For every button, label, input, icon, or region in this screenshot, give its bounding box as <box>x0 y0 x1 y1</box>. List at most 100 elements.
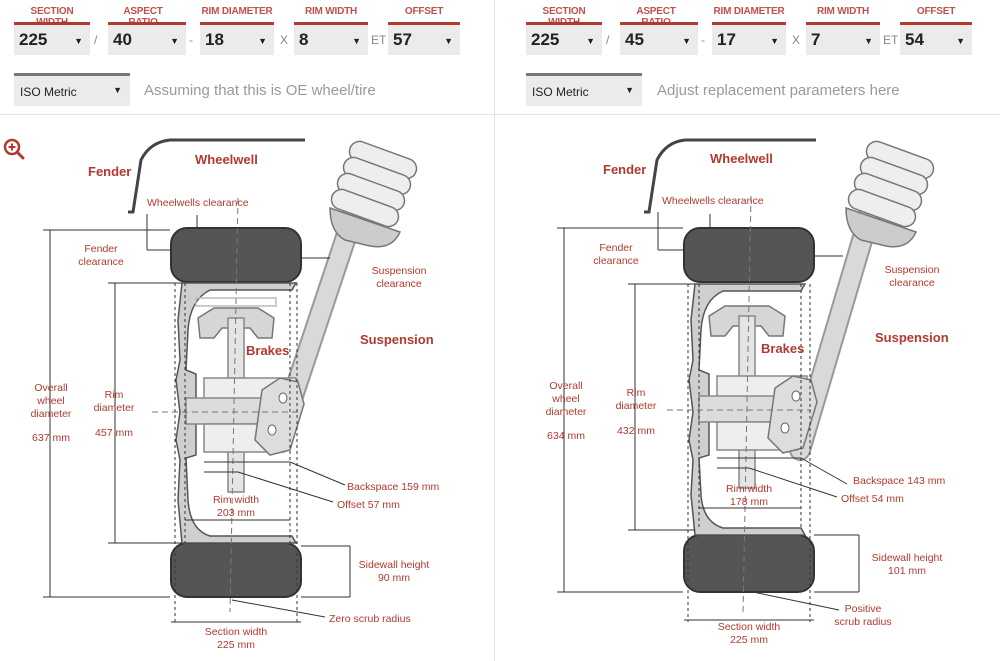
fender-label: Fender <box>88 164 131 179</box>
divider <box>0 114 500 115</box>
offset-select[interactable]: 57▼ <box>388 22 460 55</box>
brakes-label: Brakes <box>761 341 804 356</box>
sidewall-label: Sidewall height <box>359 559 430 571</box>
rim-diameter-select[interactable]: 18▼ <box>200 22 274 55</box>
separator-x: X <box>792 33 801 47</box>
section-width-diagram-value: 225 mm <box>730 634 768 646</box>
aspect-ratio-select[interactable]: 40 ▼ <box>108 22 186 55</box>
chevron-down-icon: ▼ <box>682 36 691 46</box>
sidewall-label: Sidewall height <box>872 552 943 564</box>
rim-shape <box>688 283 807 536</box>
rim-diameter-diagram-label-2: diameter <box>94 402 135 414</box>
overall-diameter-label-2: wheel <box>551 393 579 405</box>
rim-width-diagram-value: 203 mm <box>217 507 255 519</box>
suspension-label: Suspension <box>360 332 434 347</box>
rim-diameter-select[interactable]: 17 ▼ <box>712 22 786 55</box>
backspace-label: Backspace 143 mm <box>853 475 945 487</box>
wheelwell-label: Wheelwell <box>195 152 258 167</box>
suspension-clearance-label: Suspension <box>372 265 427 277</box>
fender-clearance-label: Fender <box>599 242 633 254</box>
suspension-clearance-label-2: clearance <box>376 278 422 290</box>
dimension-lines <box>557 195 860 622</box>
rim-diameter-diagram-label-2: diameter <box>616 400 657 412</box>
scrub-radius-label-2: scrub radius <box>834 616 891 628</box>
brake-shape <box>698 305 818 489</box>
chevron-down-icon: ▼ <box>864 36 873 46</box>
separator-x: X <box>280 33 289 47</box>
chevron-down-icon: ▼ <box>770 36 779 46</box>
chevron-down-icon: ▼ <box>170 36 179 46</box>
unit-system-select[interactable]: ISO Metric▼ <box>526 73 642 106</box>
separator-et: ET <box>371 33 387 47</box>
offset-value: 54 <box>905 30 924 49</box>
fender-shape <box>644 138 816 214</box>
aspect-ratio-select[interactable]: 45▼ <box>620 22 698 55</box>
overall-diameter-label-3: diameter <box>546 406 587 418</box>
overall-diameter-label-3: diameter <box>31 408 72 420</box>
rim-width-diagram-label: Rim width <box>213 494 259 506</box>
sidewall-value: 90 mm <box>378 572 410 584</box>
chevron-down-icon: ▼ <box>352 36 361 46</box>
chevron-down-icon: ▼ <box>956 36 965 46</box>
oe-note: Assuming that this is OE wheel/tire <box>144 82 376 99</box>
overall-diameter-label-2: wheel <box>36 395 64 407</box>
chevron-down-icon: ▼ <box>258 36 267 46</box>
offset-label: OFFSET <box>916 6 956 17</box>
oe-wheel-diagram: Fender Wheelwell Wheelwells clearance Fe… <box>31 138 439 651</box>
fender-clearance-label-2: clearance <box>593 255 639 267</box>
rim-diameter-diagram-value: 432 mm <box>617 425 655 437</box>
fender-shape <box>128 138 305 214</box>
section-width-value: 225 <box>531 30 560 49</box>
offset-diagram-label: Offset 57 mm <box>337 499 400 511</box>
wheelwell-label: Wheelwell <box>710 151 773 166</box>
rim-width-diagram-label: Rim width <box>726 483 772 495</box>
unit-system-select[interactable]: ISO Metric ▼ <box>14 73 130 106</box>
separator-et: ET <box>883 33 899 47</box>
offset-select[interactable]: 54 ▼ <box>900 22 972 55</box>
zoom-in-icon[interactable] <box>3 138 25 160</box>
rim-width-select[interactable]: 8▼ <box>294 22 368 55</box>
chevron-down-icon: ▼ <box>625 85 634 95</box>
chevron-down-icon: ▼ <box>113 85 122 95</box>
fender-label: Fender <box>603 162 646 177</box>
wheelwells-clearance-label: Wheelwells clearance <box>662 195 764 207</box>
divider <box>495 114 1000 115</box>
rim-diameter-diagram-label: Rim <box>105 389 124 401</box>
tire-shape <box>683 227 815 593</box>
backspace-label: Backspace 159 mm <box>347 481 439 493</box>
rim-width-select[interactable]: 7▼ <box>806 22 880 55</box>
section-width-diagram-value: 225 mm <box>217 639 255 651</box>
chevron-down-icon: ▼ <box>74 36 83 46</box>
section-width-select[interactable]: 225▼ <box>526 22 602 55</box>
suspension-label: Suspension <box>875 330 949 345</box>
rim-diameter-value: 17 <box>717 30 736 49</box>
fender-clearance-label: Fender <box>84 243 118 255</box>
fender-clearance-label-2: clearance <box>78 256 124 268</box>
replacement-note: Adjust replacement parameters here <box>657 82 900 99</box>
overall-diameter-label: Overall <box>549 380 582 392</box>
brakes-label: Brakes <box>246 343 289 358</box>
replacement-wheel-diagram: Fender Wheelwell Wheelwells clearance Fe… <box>546 138 949 646</box>
offset-label: OFFSET <box>404 6 444 17</box>
rim-diameter-label: RIM DIAMETER <box>201 6 273 17</box>
rim-diameter-diagram-value: 457 mm <box>95 427 133 439</box>
unit-system-value: ISO Metric <box>20 85 77 99</box>
separator-dash: - <box>701 33 705 47</box>
separator-dash: - <box>189 33 193 47</box>
overall-diameter-label: Overall <box>34 382 67 394</box>
section-width-diagram-label: Section width <box>718 621 781 633</box>
aspect-ratio-value: 40 <box>113 30 132 49</box>
overall-diameter-value: 637 mm <box>32 432 70 444</box>
section-width-diagram-label: Section width <box>205 626 268 638</box>
rim-width-value: 7 <box>811 30 821 49</box>
section-width-value: 225 <box>19 30 48 49</box>
sidewall-value: 101 mm <box>888 565 926 577</box>
scrub-radius-label: Positive <box>845 603 882 615</box>
rim-width-diagram-value: 178 mm <box>730 496 768 508</box>
dimension-lines <box>43 197 351 623</box>
section-width-select[interactable]: 225 ▼ <box>14 22 90 55</box>
rim-width-value: 8 <box>299 30 309 49</box>
overall-diameter-value: 634 mm <box>547 430 585 442</box>
wheelwells-clearance-label: Wheelwells clearance <box>147 197 249 209</box>
rim-width-label: RIM WIDTH <box>304 6 358 17</box>
